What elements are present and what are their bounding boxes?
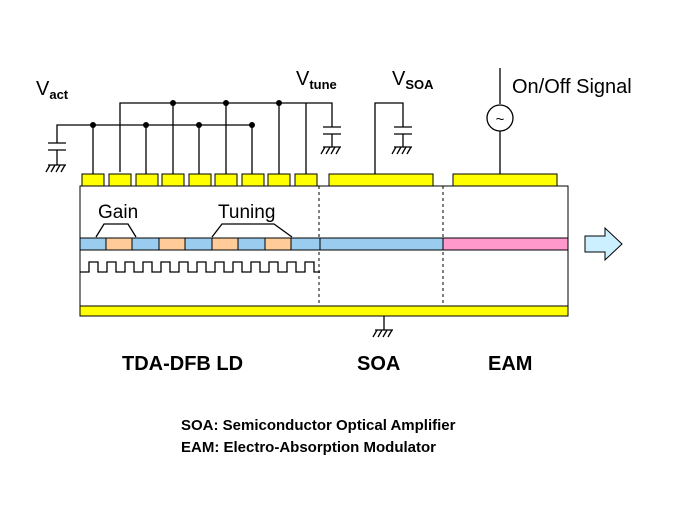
soa-electrode	[328, 173, 434, 187]
onoff-signal-label: On/Off Signal	[512, 76, 632, 98]
section-label-soa: SOA	[357, 353, 400, 375]
sine-wave-icon: ~	[496, 111, 505, 128]
legend-eam: EAM: Electro-Absorption Modulator	[181, 439, 436, 456]
tuning-label: Tuning	[218, 202, 275, 223]
vact-ground-icon	[45, 142, 66, 173]
bottom-electrode	[79, 305, 569, 317]
vsoa-ground-icon	[391, 126, 412, 155]
vtune-ground-icon	[320, 126, 341, 155]
gain-label: Gain	[98, 202, 138, 223]
vact-label: Vact	[36, 78, 69, 102]
section-label-ld: TDA-DFB LD	[122, 353, 243, 375]
bias-wiring: ~	[45, 68, 514, 174]
substrate-ground-icon	[372, 316, 393, 338]
dfb-grating	[80, 261, 320, 273]
vtune-label: Vtune	[296, 68, 337, 92]
vsoa-label: VSOA	[392, 68, 434, 92]
legend-soa: SOA: Semiconductor Optical Amplifier	[181, 417, 456, 434]
label-pointers	[95, 223, 293, 238]
waveguide	[79, 237, 569, 251]
light-output-arrow-icon	[584, 226, 623, 262]
eam-electrode	[452, 173, 558, 187]
top-electrodes	[81, 173, 558, 187]
section-label-eam: EAM	[488, 353, 532, 375]
